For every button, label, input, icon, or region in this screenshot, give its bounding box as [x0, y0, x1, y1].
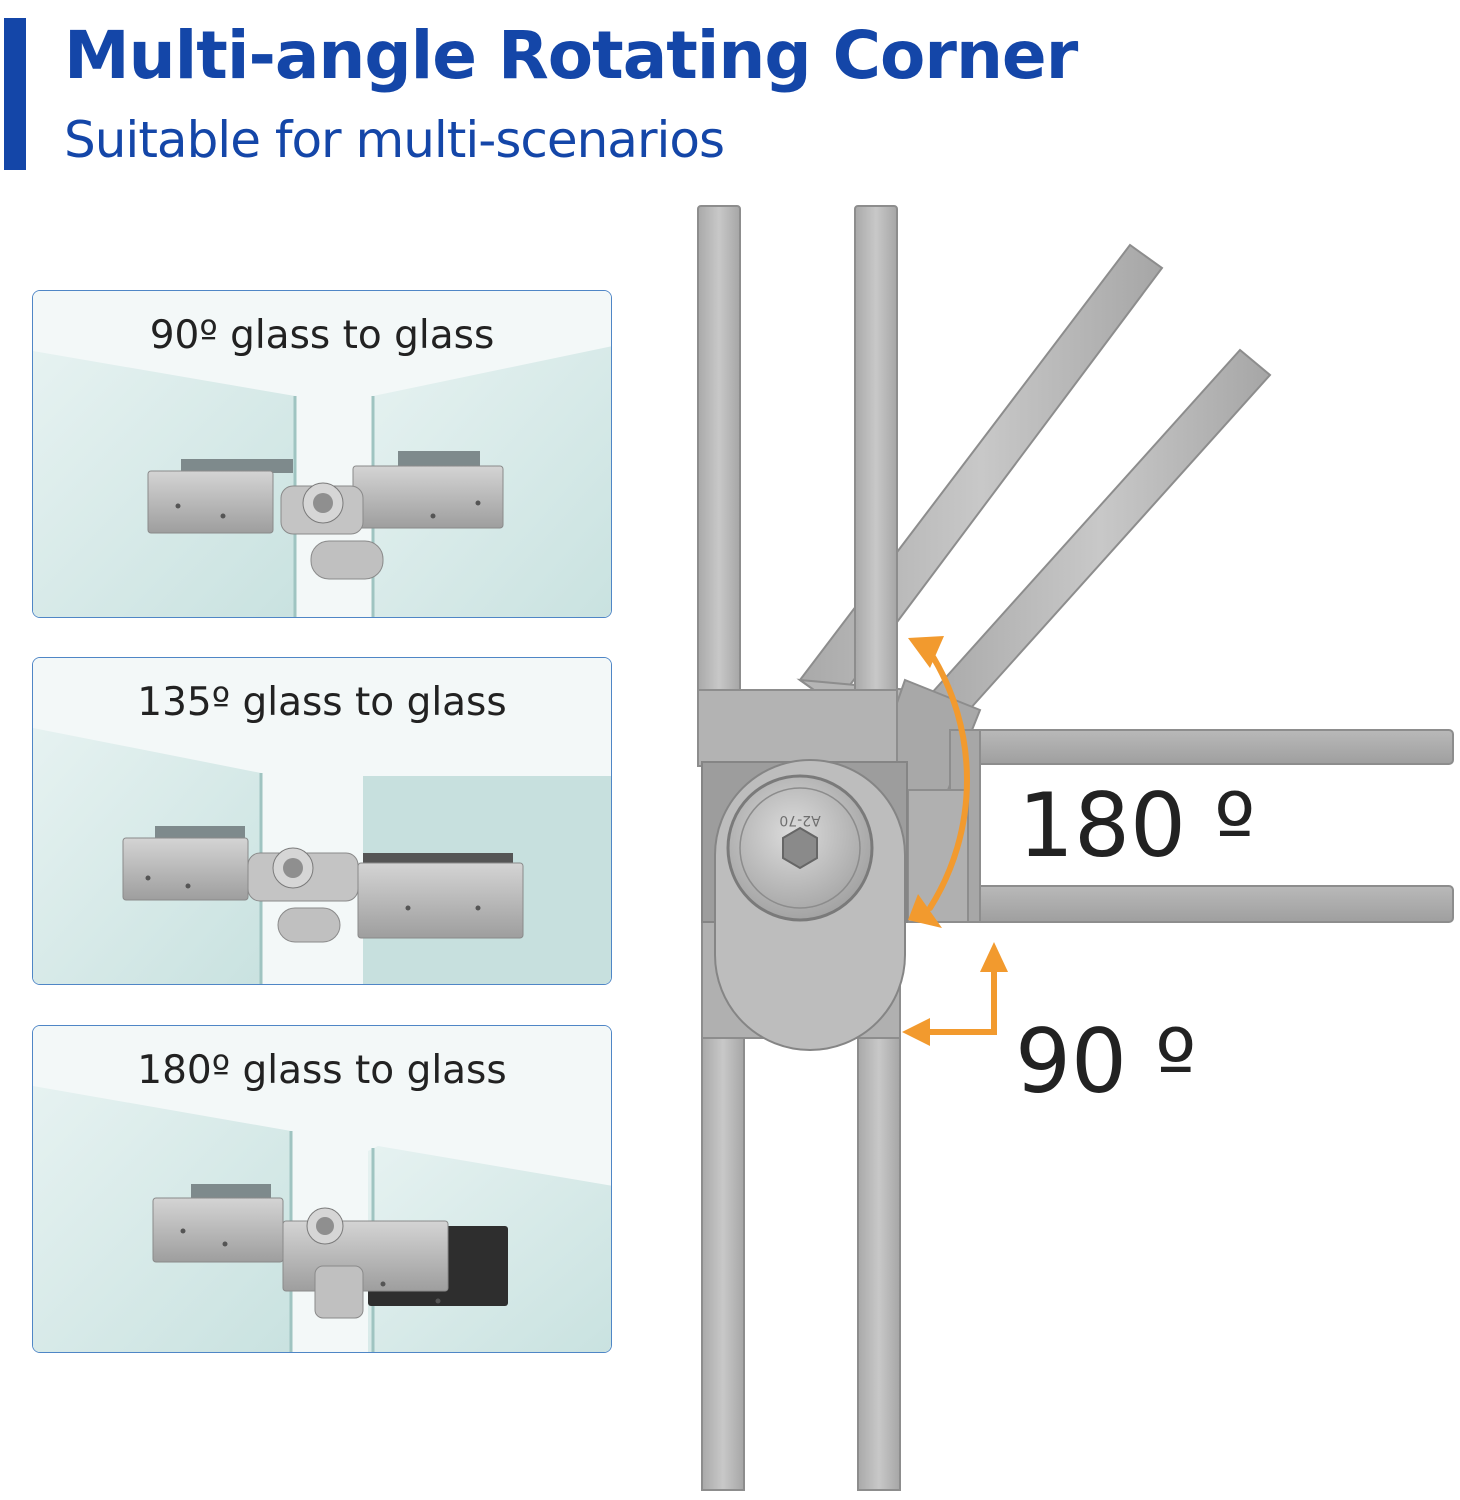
arc-arrowhead-top — [908, 636, 944, 668]
angle-label-180: 180 º — [1018, 774, 1256, 877]
hex-socket — [782, 826, 818, 870]
right-arrowhead-up — [980, 942, 1008, 972]
arc-arrowhead-bottom — [908, 894, 942, 928]
accent-bar — [4, 18, 26, 170]
scenario-card-135: 135º glass to glass — [32, 657, 612, 985]
card-label: 180º glass to glass — [137, 1048, 507, 1093]
glass-90-illustration — [33, 291, 611, 617]
angle-label-90: 90 º — [1015, 1010, 1197, 1113]
page-subtitle: Suitable for multi-scenarios — [64, 111, 725, 169]
scenario-card-180: 180º glass to glass — [32, 1025, 612, 1353]
card-label: 135º glass to glass — [137, 680, 507, 725]
glass-135-illustration — [33, 658, 611, 984]
scenario-card-90: 90º glass to glass — [32, 290, 612, 618]
rotation-arc-arrow — [927, 649, 970, 911]
right-angle-arrow — [919, 962, 997, 1035]
bolt-marking: A2-70 — [779, 812, 820, 828]
card-label: 90º glass to glass — [149, 313, 495, 358]
rotating-corner-diagram: A2-70 — [697, 205, 1454, 1491]
hinge-knuckle: A2-70 — [701, 759, 908, 1051]
page-title: Multi-angle Rotating Corner — [64, 17, 1078, 94]
right-arrowhead-left — [902, 1018, 930, 1046]
glass-180-illustration — [33, 1026, 611, 1352]
vertical-clamp-top — [697, 205, 898, 767]
